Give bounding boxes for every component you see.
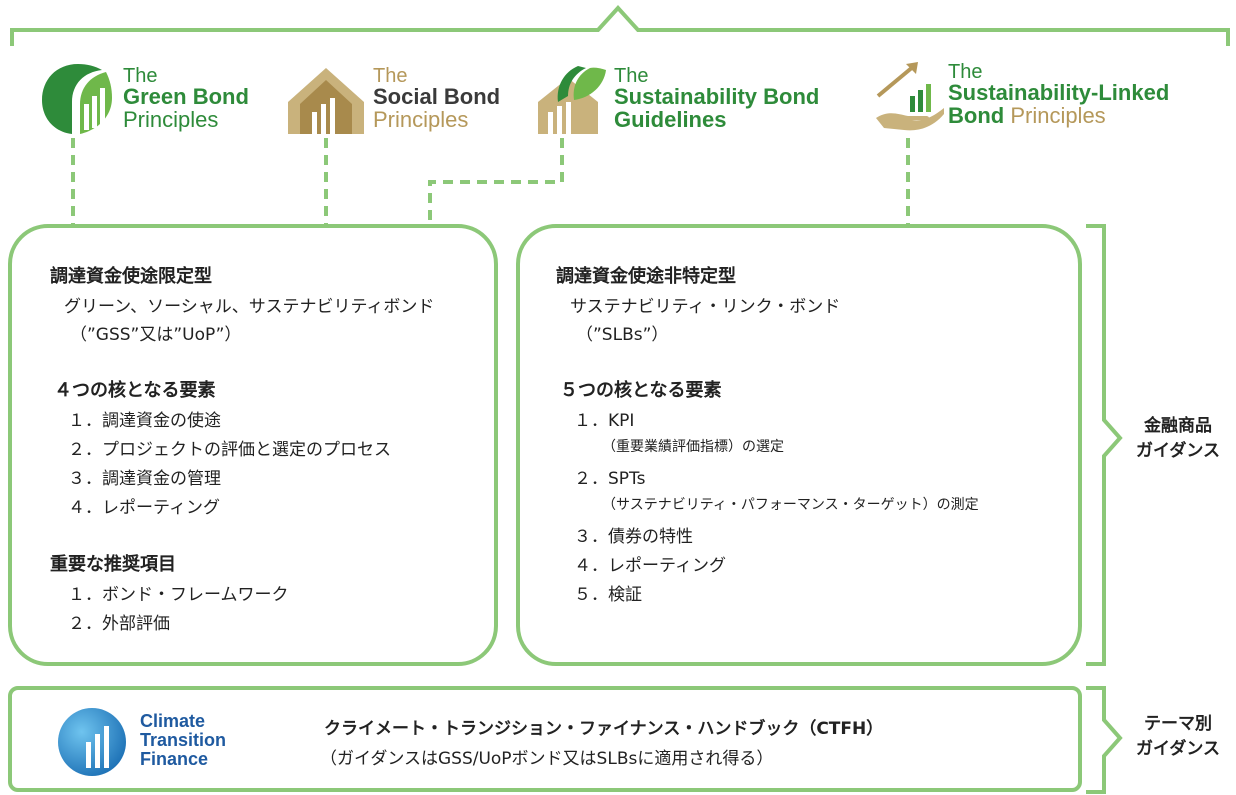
logo-title: Sustainability Bond (614, 84, 820, 110)
core-element-item: ４．レポーティング (68, 498, 220, 518)
panel-title: 調達資金使途非特定型 (556, 266, 736, 287)
logo-line: Transition (140, 729, 227, 750)
climate-transition-logo-text: Climate Transition Finance (140, 712, 226, 769)
theme-guidance-bracket (1086, 686, 1123, 794)
core-elements-heading: ４つの核となる要素 (54, 380, 216, 401)
climate-transition-globe-icon (58, 708, 126, 776)
logo-subtitle: Principles (1004, 102, 1106, 128)
logo-title: Green Bond (123, 84, 249, 110)
label-line: ガイダンス (1136, 440, 1220, 461)
logo-line: Finance (140, 748, 209, 769)
logo-the: The (614, 65, 649, 87)
theme-guidance-label: テーマ別 ガイダンス (1124, 712, 1232, 761)
label-line: 金融商品 (1144, 416, 1212, 436)
green-bond-logo-text: The Green Bond Principles (123, 66, 249, 131)
recommendation-item: １．ボンド・フレームワーク (68, 585, 289, 605)
label-line: ガイダンス (1136, 738, 1220, 759)
top-bracket (10, 5, 1230, 46)
logo-subtitle: Principles (123, 106, 219, 132)
sustainability-bond-connector (428, 138, 564, 226)
panel-title: 調達資金使途限定型 (50, 266, 212, 287)
climate-transition-panel: Climate Transition Finance クライメート・トランジショ… (8, 686, 1082, 792)
sustainability-linked-icon (876, 62, 944, 131)
core-element-item: ３．債券の特性 (574, 527, 693, 547)
core-elements-heading: ５つの核となる要素 (560, 380, 722, 401)
core-element-note: （重要業績評価指標）の選定 (602, 439, 784, 455)
panel-subtitle-abbr: （”SLBs”） (576, 325, 669, 345)
financial-guidance-label: 金融商品 ガイダンス (1124, 414, 1232, 463)
label-line: テーマ別 (1144, 714, 1212, 734)
ctfh-note: （ガイダンスはGSS/UoPボンド又はSLBsに適用され得る） (320, 749, 774, 769)
social-bond-logo-text: The Social Bond Principles (373, 66, 500, 131)
logo-the: The (373, 65, 408, 87)
sustainability-linked-panel: 調達資金使途非特定型 サステナビリティ・リンク・ボンド （”SLBs”） ５つの… (516, 224, 1082, 666)
logo-subtitle: Guidelines (614, 106, 727, 132)
core-element-note: （サステナビリティ・パフォーマンス・ターゲット）の測定 (602, 497, 979, 513)
ctfh-title: クライメート・トランジション・ファイナンス・ハンドブック（CTFH） (324, 719, 884, 739)
sustainability-bond-logo-text: The Sustainability Bond Guidelines (614, 66, 819, 131)
logo-title: Social Bond (373, 84, 501, 110)
financial-guidance-bracket (1086, 224, 1123, 666)
core-element-item: ２．プロジェクトの評価と選定のプロセス (68, 440, 391, 460)
use-of-proceeds-panel: 調達資金使途限定型 グリーン、ソーシャル、サステナビリティボンド （”GSS”又… (8, 224, 498, 666)
core-element-item: ２．SPTs (574, 469, 646, 489)
recommendations-heading: 重要な推奨項目 (50, 554, 176, 575)
panel-subtitle-abbr: （”GSS”又は”UoP”） (70, 325, 242, 345)
social-bond-icon (288, 68, 364, 134)
logo-the: The (948, 61, 983, 83)
sustainability-linked-logo-text: The Sustainability-Linked Bond Principle… (948, 62, 1169, 127)
core-element-item: ５．検証 (574, 585, 642, 605)
panel-subtitle: サステナビリティ・リンク・ボンド (570, 297, 841, 317)
core-element-item: ４．レポーティング (574, 556, 726, 576)
logo-the: The (123, 65, 158, 87)
core-element-item: １．KPI (574, 411, 635, 431)
recommendation-item: ２．外部評価 (68, 614, 170, 634)
logo-subtitle: Principles (373, 106, 469, 132)
core-element-item: ３．調達資金の管理 (68, 469, 221, 489)
sustainability-bond-icon (538, 66, 606, 134)
core-element-item: １．調達資金の使途 (68, 411, 221, 431)
logo-subtitle-bold: Bond (948, 102, 1005, 128)
green-bond-icon (42, 64, 112, 134)
logo-title: Sustainability-Linked (948, 80, 1170, 106)
panel-subtitle: グリーン、ソーシャル、サステナビリティボンド (64, 297, 435, 317)
logo-line: Climate (140, 711, 206, 731)
